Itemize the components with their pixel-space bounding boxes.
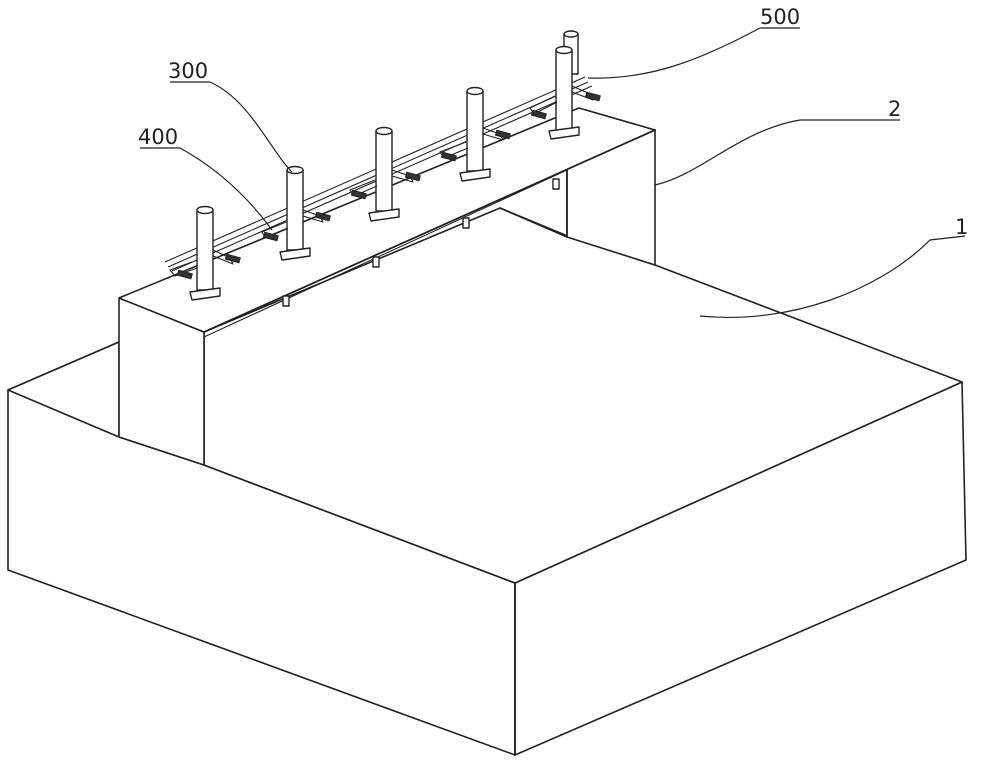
leader-400 (140, 147, 273, 231)
post-2 (286, 169, 304, 251)
bolt-2b (314, 211, 331, 222)
tab-2 (372, 256, 380, 268)
callout-2: 2 (888, 97, 901, 121)
clamp-assembly-1 (169, 205, 241, 301)
clamp-assembly-4 (439, 86, 511, 182)
post-3-cap (375, 126, 393, 136)
leader-2 (654, 119, 900, 186)
post-4-base (459, 168, 491, 182)
post-1-base (189, 287, 221, 301)
clamp-assembly-3 (349, 126, 421, 222)
clamp-assembly-5 (529, 30, 601, 140)
post-5 (555, 49, 573, 131)
leader-lines (140, 27, 966, 318)
gantry-beam-under-edge (203, 169, 568, 338)
tab-1 (282, 295, 290, 307)
guide-rail-back (164, 76, 586, 263)
post-1-cap (196, 205, 214, 215)
bolt-5a (530, 109, 547, 120)
bolt-3a (350, 189, 367, 200)
callout-500: 500 (760, 5, 800, 29)
end-post-rear-cap (563, 30, 579, 38)
post-5-base (548, 126, 580, 140)
gantry-beam-front-edge (203, 129, 656, 333)
clamp-assembly-2 (261, 165, 331, 261)
post-4-cap (466, 86, 484, 96)
arm-5a (529, 95, 558, 115)
callouts: 500 300 400 2 1 (138, 5, 968, 239)
post-4 (466, 90, 484, 172)
callout-400: 400 (138, 125, 178, 149)
gantry-right-leg-foot (499, 207, 568, 238)
bolt-4b (494, 129, 511, 140)
bolt-1b (224, 253, 241, 264)
bolt-2a (262, 231, 279, 242)
leader-1 (699, 235, 966, 318)
hanging-tabs (282, 178, 560, 307)
leader-300 (170, 81, 293, 173)
gantry-frame (118, 107, 656, 466)
callout-300: 300 (168, 59, 208, 83)
bolt-4a (440, 151, 457, 162)
post-1 (196, 209, 214, 291)
leader-500 (587, 27, 800, 79)
post-3-base (368, 208, 400, 222)
post-2-base (279, 247, 311, 261)
callout-1: 1 (955, 215, 968, 239)
tab-4 (552, 178, 560, 190)
bolt-3b (404, 171, 421, 182)
post-5-cap (555, 45, 573, 55)
tab-3 (462, 217, 470, 229)
post-3 (375, 130, 393, 212)
bolt-1a (176, 269, 193, 280)
bolt-5b (584, 91, 601, 102)
